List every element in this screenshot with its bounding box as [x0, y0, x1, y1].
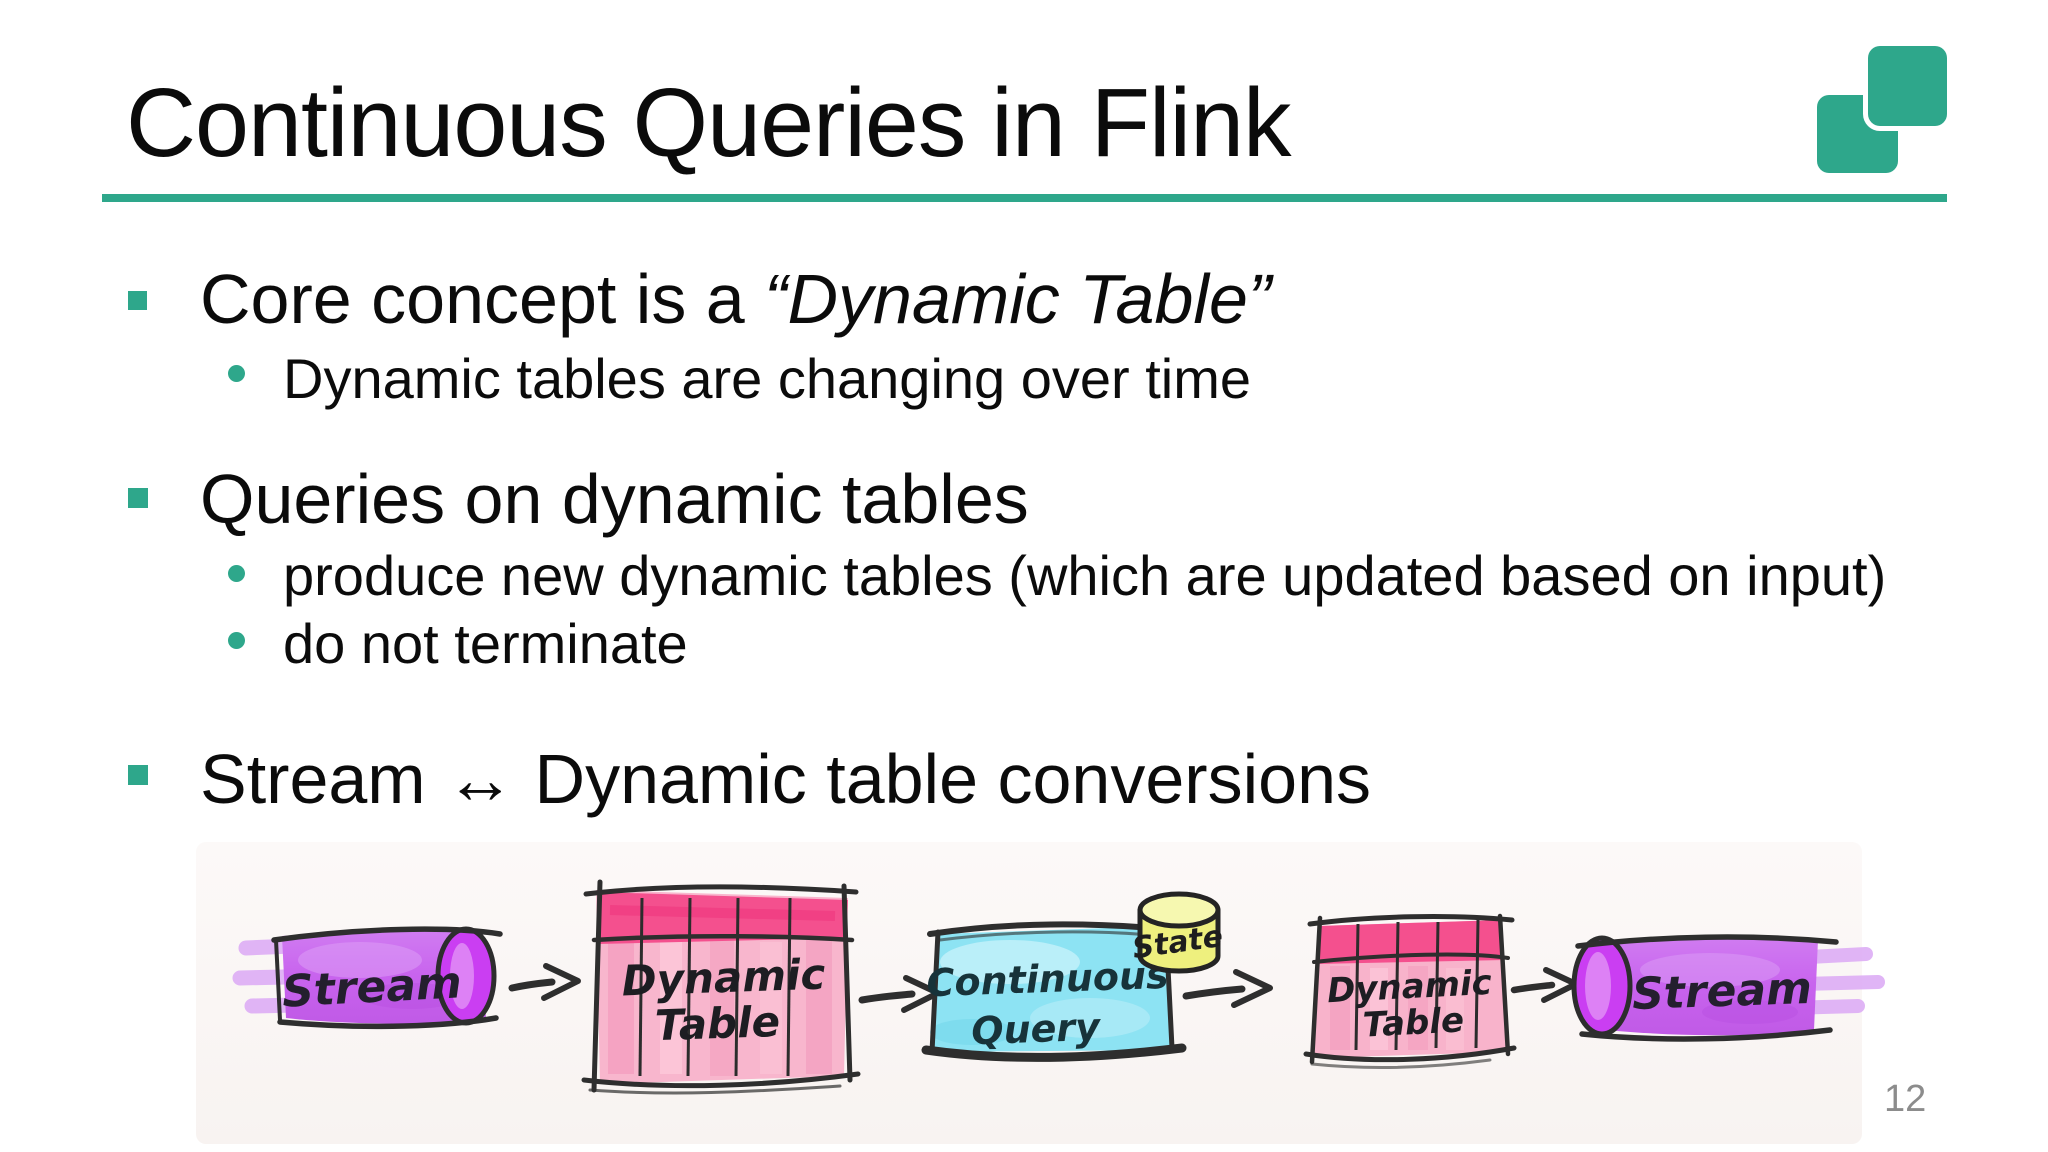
stream-out-label: Stream [1631, 963, 1812, 1020]
stream-in-cylinder: Stream [232, 926, 503, 1030]
bullet-square-icon [128, 291, 147, 310]
bullet-square-icon [128, 765, 148, 785]
logo-square-front [1868, 46, 1947, 126]
table1-label-line1: Dynamic [621, 949, 826, 1005]
stream-out-cylinder: Stream [1571, 934, 1885, 1042]
bullet-square-icon [128, 488, 148, 508]
bullet-core-concept: Core concept is a “Dynamic Table” [200, 264, 1271, 334]
stream-in-label: Stream [281, 957, 463, 1017]
bullet-core-concept-italic: “Dynamic Table” [764, 260, 1272, 338]
dynamic-table-2: Dynamic Table [1303, 913, 1517, 1069]
query-label-line1: Continuous [926, 953, 1170, 1005]
bullet-dot-icon [228, 632, 245, 649]
arrow-right-icon [1182, 969, 1273, 1008]
sub-bullet-produce-new-tables: produce new dynamic tables (which are up… [283, 544, 1887, 607]
stream-table-conversion-diagram: Stream Dynamic T [196, 842, 1885, 1144]
table1-label-line2: Table [654, 997, 781, 1050]
page-number: 12 [1884, 1078, 1927, 1120]
table2-label-line2: Table [1362, 1000, 1465, 1045]
sub-bullet-changing-over-time: Dynamic tables are changing over time [283, 347, 1252, 410]
dynamic-table-1: Dynamic Table [581, 879, 861, 1095]
table2-label-line1: Dynamic [1326, 963, 1493, 1012]
bullet-queries: Queries on dynamic tables [200, 460, 1029, 538]
query-label-line2: Query [970, 1005, 1102, 1054]
bullet-dot-icon [228, 565, 245, 582]
title-underline [102, 194, 1947, 202]
bullet-core-concept-prefix: Core concept is a [200, 260, 765, 338]
bullet-dot-icon [228, 365, 245, 382]
bullet-stream-conversions: Stream ↔ Dynamic table conversions [200, 740, 1371, 818]
deck-logo [1810, 40, 1960, 180]
state-cylinder: State [1130, 891, 1225, 974]
sub-bullet-do-not-terminate: do not terminate [283, 612, 688, 675]
slide-title: Continuous Queries in Flink [126, 68, 1292, 177]
arrow-right-icon [508, 963, 581, 1001]
